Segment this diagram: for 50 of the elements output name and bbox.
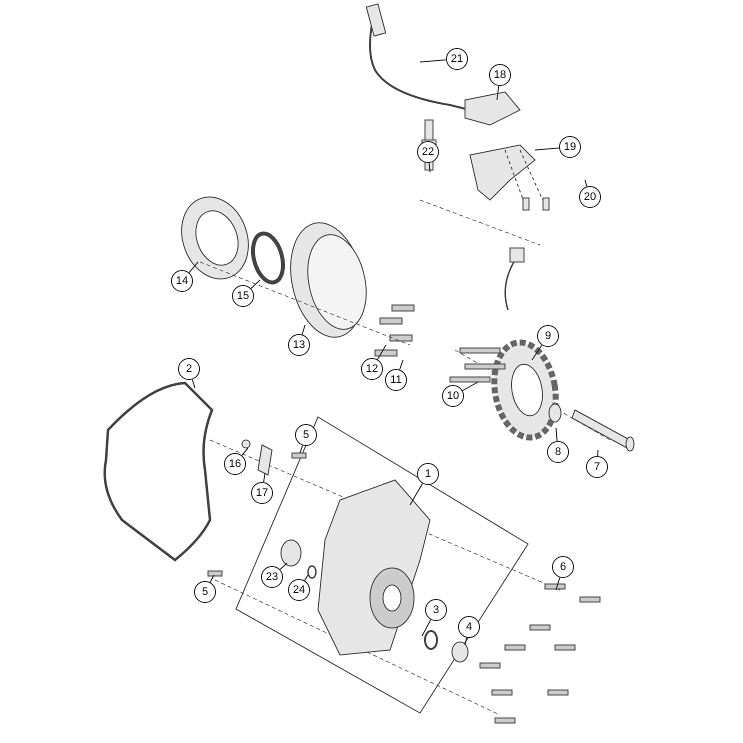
callout-number: 8 [547,441,569,463]
leader-line [377,344,386,360]
callout-number: 12 [361,358,383,380]
callout-number: 3 [425,599,447,621]
callout-number: 5 [194,581,216,603]
callout-number: 24 [288,579,310,601]
leader-line [280,562,288,570]
callout-number: 22 [417,141,439,163]
leader-line [597,450,598,457]
callout-number: 23 [261,566,283,588]
leader-line [250,280,260,289]
callout-number: 17 [251,482,273,504]
callout-number: 6 [552,556,574,578]
leader-line [241,448,248,456]
leader-line [422,619,432,636]
callout-number: 2 [178,358,200,380]
leader-line [263,472,266,483]
leader-line [188,262,198,274]
leader-line [428,162,430,172]
callout-number: 9 [537,325,559,347]
leader-line [304,574,308,582]
callout-number: 16 [224,453,246,475]
leader-line [556,428,558,442]
leader-line [399,360,404,370]
callout-number: 11 [385,369,407,391]
leader-line [210,574,214,583]
callout-number: 15 [232,285,254,307]
leader-line [300,444,304,454]
leader-line [584,180,588,187]
leader-line [420,59,447,62]
leader-line [496,85,500,100]
callout-number: 20 [579,186,601,208]
callout-number: 14 [171,270,193,292]
leader-line [464,637,468,646]
callout-number: 1 [417,463,439,485]
leader-line [462,382,478,392]
callout-number: 21 [446,48,468,70]
leader-line [532,344,542,360]
callout-number: 13 [288,334,310,356]
callout-number: 4 [458,616,480,638]
callout-number: 19 [559,136,581,158]
callout-number: 7 [586,456,608,478]
leader-line [302,324,306,335]
callout-number: 18 [489,64,511,86]
callout-number: 5 [295,424,317,446]
leader-line [534,147,560,150]
callout-number: 10 [442,385,464,407]
leader-line [192,379,196,388]
leader-line [410,483,423,506]
leader-line [556,577,560,590]
